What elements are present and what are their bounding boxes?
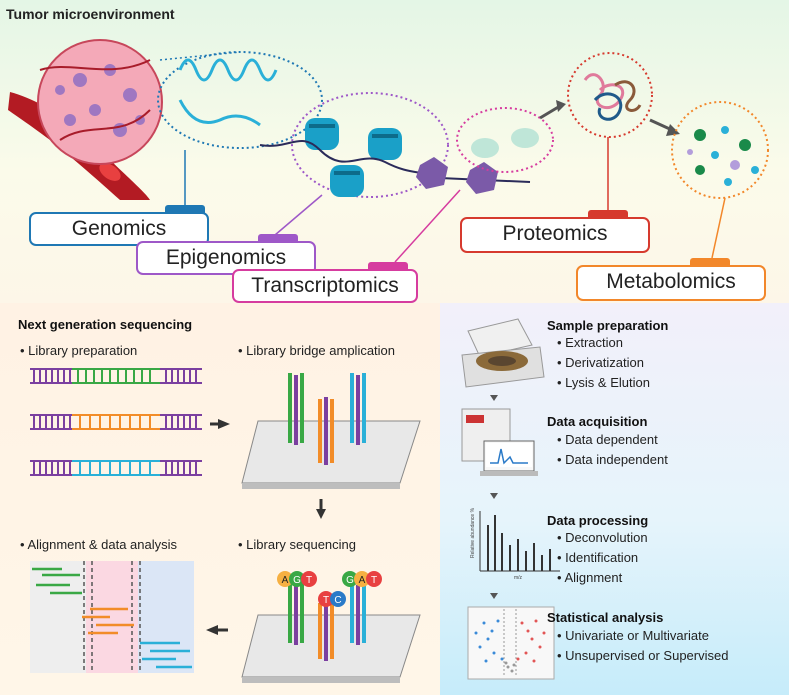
data-acquisition-heading: Data acquisition bbox=[547, 414, 648, 429]
library-sequencing-label: • Library sequencing bbox=[238, 537, 357, 552]
arrow-down-icon bbox=[316, 509, 326, 519]
base-label: T bbox=[371, 575, 377, 586]
sample-prep-item: • Lysis & Elution bbox=[557, 375, 650, 390]
library-fragment bbox=[30, 368, 202, 384]
genomics-label: Genomics bbox=[29, 212, 209, 246]
processing-item: • Deconvolution bbox=[557, 530, 648, 545]
proteomics-tab bbox=[588, 210, 628, 218]
processing-item: • Alignment bbox=[557, 570, 623, 585]
alignment-label: • Alignment & data analysis bbox=[20, 537, 178, 552]
base-label: C bbox=[334, 595, 341, 606]
sample-prep-item: • Derivatization bbox=[557, 355, 644, 370]
dna-coil-icon bbox=[178, 58, 278, 82]
ngs-heading: Next generation sequencing bbox=[18, 317, 193, 332]
sample-preparation-heading: Sample preparation bbox=[547, 318, 669, 333]
orange-reads bbox=[82, 607, 134, 635]
data-processing-heading: Data processing bbox=[547, 513, 649, 528]
transcriptomics-tab bbox=[368, 262, 408, 270]
metabolomics-tab bbox=[690, 258, 730, 266]
arrow-down-icon bbox=[490, 593, 498, 599]
mass-spectrum-chart: Relative abundance % m/z bbox=[470, 507, 560, 581]
base-label: A bbox=[282, 575, 289, 586]
proteomics-label: Proteomics bbox=[460, 217, 650, 253]
statistical-analysis-heading: Statistical analysis bbox=[547, 610, 664, 625]
base-label: A bbox=[359, 575, 366, 586]
statistics-item: • Unsupervised or Supervised bbox=[557, 648, 729, 663]
bridge-amplification-label: • Library bridge amplication bbox=[238, 343, 396, 358]
statistics-item: • Univariate or Multivariate bbox=[557, 628, 709, 643]
library-preparation-label: • Library preparation bbox=[20, 343, 138, 358]
centrifuge-icon bbox=[461, 318, 545, 388]
base-label: G bbox=[293, 575, 301, 586]
mass-spectrometer-icon bbox=[461, 408, 538, 476]
protein-zoom-circle bbox=[567, 52, 653, 138]
metabolite-zoom-circle bbox=[671, 101, 769, 199]
base-label: T bbox=[306, 575, 312, 586]
alignment-region bbox=[30, 561, 86, 673]
epigenomics-label: Epigenomics bbox=[136, 241, 316, 275]
protein-icon bbox=[583, 73, 642, 121]
base-label: G bbox=[346, 575, 354, 586]
transcriptomics-label: Transcriptomics bbox=[232, 269, 418, 303]
epigenomics-tab bbox=[258, 234, 298, 242]
cyan-reads bbox=[140, 641, 192, 669]
ngs-illustration: A G T T C G A T bbox=[30, 368, 421, 683]
acquisition-item: • Data independent bbox=[557, 452, 668, 467]
spectrum-x-label: m/z bbox=[514, 575, 523, 581]
arrow-down-icon bbox=[490, 493, 498, 499]
processing-item: • Identification bbox=[557, 550, 639, 565]
library-fragment bbox=[30, 460, 202, 476]
omics-illustration bbox=[8, 39, 769, 263]
base-label: T bbox=[323, 595, 329, 606]
ribosome-zoom-circle bbox=[456, 107, 554, 173]
arrow-down-icon bbox=[490, 395, 498, 401]
acquisition-item: • Data dependent bbox=[557, 432, 658, 447]
library-fragment bbox=[30, 414, 202, 430]
spectrum-y-label: Relative abundance % bbox=[470, 507, 476, 558]
alignment-region bbox=[138, 561, 194, 673]
ms-illustration: Relative abundance % m/z bbox=[461, 318, 560, 680]
arrow-left-icon bbox=[206, 625, 218, 635]
genomics-tab bbox=[165, 205, 205, 213]
nucleosome-icon bbox=[305, 118, 402, 197]
volcano-plot-chart bbox=[467, 606, 555, 680]
polymerase-icon bbox=[416, 157, 498, 194]
metabolomics-label: Metabolomics bbox=[576, 265, 766, 301]
chromatin-zoom-circle bbox=[291, 92, 449, 198]
red-blood-cell-icon bbox=[99, 163, 121, 181]
arrow-right-icon bbox=[218, 419, 230, 429]
page-title: Tumor microenvironment bbox=[6, 6, 175, 22]
green-reads bbox=[32, 567, 82, 595]
tumor-icon bbox=[37, 39, 163, 165]
sample-prep-item: • Extraction bbox=[557, 335, 623, 350]
metabolite-icon bbox=[687, 126, 759, 186]
